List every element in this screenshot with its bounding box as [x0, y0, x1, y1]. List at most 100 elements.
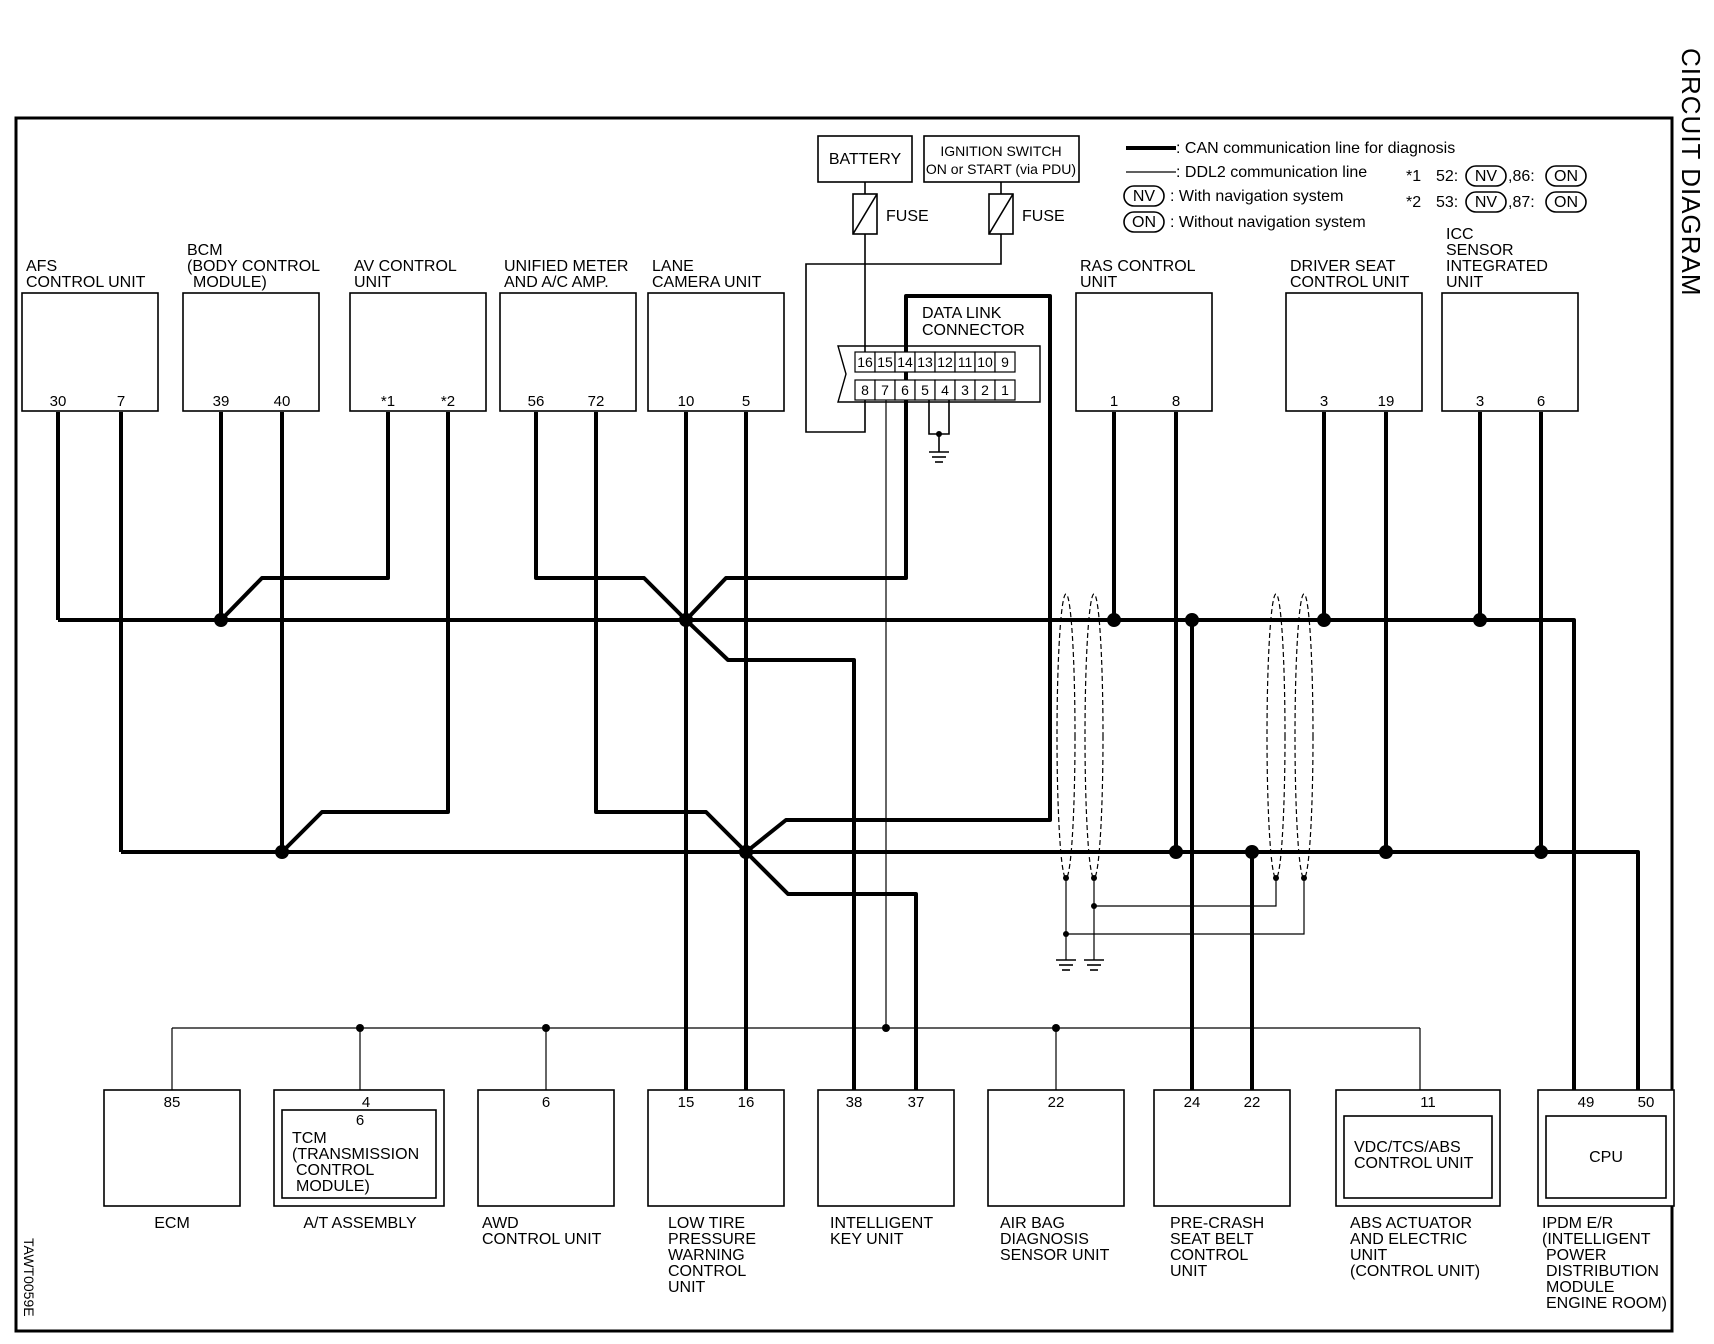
note2-on-badge [1545, 191, 1587, 213]
unit-label: UNIT [1446, 274, 1484, 291]
legend-nv-badge [1123, 185, 1165, 207]
tcm-label-2: (TRANSMISSION [292, 1146, 419, 1163]
legend-can-text: : CAN communication line for diagnosis [1176, 140, 1455, 157]
ipdm-label-6: ENGINE ROOM) [1546, 1295, 1667, 1312]
note1-nv-badge [1465, 165, 1507, 187]
diagram-title: CIRCUIT DIAGRAM [1676, 48, 1706, 297]
airbag-pin: 22 [1048, 1094, 1065, 1111]
ipdm-label-1: IPDM E/R [1542, 1215, 1613, 1232]
low-tire-label-4: CONTROL [668, 1263, 746, 1280]
note2-b: ,87: [1508, 194, 1535, 211]
airbag-label-1: AIR BAG [1000, 1215, 1065, 1232]
ikey-label-1: INTELLIGENT [830, 1215, 933, 1232]
airbag-box [987, 1089, 1125, 1207]
unit-box [499, 292, 637, 412]
note2-a: 53: [1436, 194, 1458, 211]
ignition-label-2: ON or START (via PDU) [926, 161, 1076, 177]
bottom-units: 85 ECM 4 6 TCM (TRANSMISSION CONTROL MOD… [103, 1089, 1675, 1312]
low-tire-label-5: UNIT [668, 1279, 706, 1296]
note1-on-badge [1545, 165, 1587, 187]
legend-ddl-text: : DDL2 communication line [1176, 164, 1367, 181]
airbag-label-2: DIAGNOSIS [1000, 1231, 1089, 1248]
unit-box [349, 292, 487, 412]
note1-on-badge-text: ON [1554, 168, 1578, 185]
legend-on-text: : Without navigation system [1170, 214, 1366, 231]
unit-pin: 3 [1476, 393, 1484, 410]
unit-box [647, 292, 785, 412]
unit-box [182, 292, 320, 412]
unit-box [1441, 292, 1579, 412]
at-pin: 4 [362, 1094, 370, 1111]
precrash-label-3: CONTROL [1170, 1247, 1248, 1264]
precrash-pin-1: 24 [1184, 1094, 1201, 1111]
unit-pin: *2 [441, 393, 455, 410]
unit-label: CONTROL UNIT [1290, 274, 1410, 291]
unit-box [21, 292, 159, 412]
dlc-top-pin: 14 [897, 354, 913, 370]
unit-label: UNIT [1080, 274, 1118, 291]
unit-box [1285, 292, 1423, 412]
dlc-top-pin: 10 [977, 354, 993, 370]
precrash-pin-2: 22 [1244, 1094, 1261, 1111]
unit-label: MODULE) [193, 274, 267, 291]
can-bus-low [121, 850, 1640, 1090]
ecm-pin: 85 [164, 1094, 181, 1111]
unit-label: INTEGRATED [1446, 258, 1548, 275]
ipdm-label-5: MODULE [1546, 1279, 1614, 1296]
low-tire-label-2: PRESSURE [668, 1231, 756, 1248]
shielded-wires [1056, 593, 1314, 971]
dlc-top-pin: 9 [1001, 354, 1009, 370]
dlc-top-pin: 15 [877, 354, 893, 370]
legend-on-badge-text: ON [1132, 214, 1156, 231]
unit-label: CONTROL UNIT [26, 274, 146, 291]
vdc-label-1: VDC/TCS/ABS [1354, 1139, 1461, 1156]
unit-label: ICC [1446, 226, 1474, 243]
dlc-bottom-pin: 3 [961, 382, 969, 398]
unit-pin: 72 [588, 393, 605, 410]
cpu-label: CPU [1589, 1149, 1623, 1166]
unit-pin: 6 [1537, 393, 1545, 410]
precrash-label-1: PRE-CRASH [1170, 1215, 1264, 1232]
cpu-box [1545, 1115, 1667, 1199]
diagram-code: TAWT0059E [21, 1238, 37, 1317]
unit-pin: 39 [213, 393, 230, 410]
unit-pin: 30 [50, 393, 67, 410]
power-section: BATTERY IGNITION SWITCH ON or START (via… [805, 135, 1080, 433]
ddl2-wiring [171, 400, 1421, 1090]
unit-label: BCM [187, 242, 223, 259]
dlc-bottom-pin: 2 [981, 382, 989, 398]
ipdm-label-2: (INTELLIGENT [1542, 1231, 1651, 1248]
ipdm-label-3: POWER [1546, 1247, 1606, 1264]
abs-label-1: ABS ACTUATOR [1350, 1215, 1472, 1232]
ipdm-label-4: DISTRIBUTION [1546, 1263, 1659, 1280]
can-bus-high [58, 618, 1576, 1090]
fuse-1-label: FUSE [886, 208, 929, 225]
at-label: A/T ASSEMBLY [303, 1215, 417, 1232]
note1-b: ,86: [1508, 168, 1535, 185]
abs-label-3: UNIT [1350, 1247, 1388, 1264]
fuse-2-label: FUSE [1022, 208, 1065, 225]
low-tire-pin-2: 16 [738, 1094, 755, 1111]
unit-pin: 5 [742, 393, 750, 410]
low-tire-label-3: WARNING [668, 1247, 745, 1264]
precrash-box [1153, 1089, 1291, 1207]
unit-pin: 1 [1110, 393, 1118, 410]
battery-label: BATTERY [829, 151, 902, 168]
vdc-label-2: CONTROL UNIT [1354, 1155, 1474, 1172]
dlc-label-2: CONNECTOR [922, 322, 1025, 339]
awd-pin: 6 [542, 1094, 550, 1111]
ecm-box [103, 1089, 241, 1207]
low-tire-box [647, 1089, 785, 1207]
can-wiring [56, 412, 1640, 1090]
tcm-pin: 6 [356, 1112, 364, 1129]
legend-on-badge [1123, 211, 1165, 233]
ipdm-pin-2: 50 [1638, 1094, 1655, 1111]
